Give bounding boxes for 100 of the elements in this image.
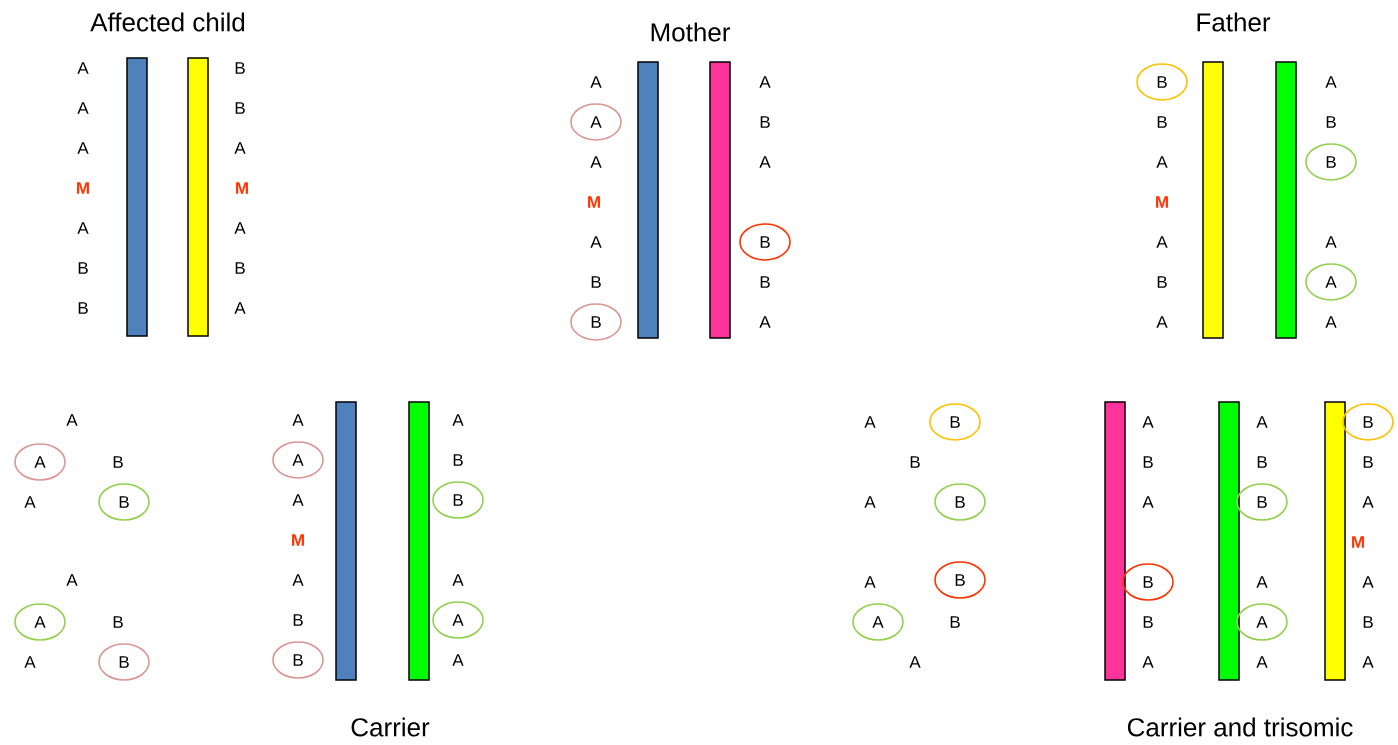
allele-letter: A: [1256, 416, 1268, 428]
panel-title: Mother: [651, 22, 731, 42]
allele-letter: B: [1157, 276, 1167, 288]
allele-letter: A: [24, 656, 36, 668]
allele-letter: A: [1362, 576, 1374, 588]
allele-letter: B: [950, 616, 960, 628]
allele-letter: A: [77, 62, 89, 74]
allele-letter: A: [590, 156, 602, 168]
circled-allele: B: [98, 643, 150, 681]
allele-letter: B: [113, 456, 123, 468]
marker-letter: M: [588, 196, 600, 208]
chromosome-bar: [1218, 401, 1240, 681]
allele-letter: A: [292, 574, 304, 586]
allele-letter: A: [759, 156, 771, 168]
allele-letter: A: [1362, 656, 1374, 668]
allele-letter: A: [234, 142, 246, 154]
circled-allele: B: [272, 641, 324, 679]
allele-letter: B: [1257, 456, 1267, 468]
circled-allele: B: [934, 561, 986, 599]
allele-letter: A: [759, 316, 771, 328]
allele-letter: A: [1325, 316, 1337, 328]
allele-letter: A: [452, 574, 464, 586]
allele-letter: A: [452, 414, 464, 426]
circled-allele: A: [570, 103, 622, 141]
circled-allele: A: [1236, 603, 1288, 641]
allele-letter: A: [1256, 576, 1268, 588]
allele-letter: B: [1363, 616, 1373, 628]
chromosome-bar: [335, 401, 357, 681]
allele-letter: A: [77, 142, 89, 154]
allele-letter: B: [1143, 616, 1153, 628]
allele-letter: B: [235, 262, 245, 274]
marker-letter: M: [236, 182, 248, 194]
circled-allele: A: [432, 601, 484, 639]
allele-letter: A: [1142, 416, 1154, 428]
chromosome-bar: [1275, 61, 1297, 339]
allele-letter: A: [1256, 656, 1268, 668]
circled-allele: B: [1122, 563, 1174, 601]
allele-letter: A: [590, 236, 602, 248]
allele-letter: B: [1157, 116, 1167, 128]
circled-allele: B: [432, 481, 484, 519]
allele-letter: B: [1326, 116, 1336, 128]
chromosome-bar: [126, 57, 148, 337]
allele-letter: A: [1142, 656, 1154, 668]
circled-allele: B: [929, 403, 981, 441]
allele-letter: A: [77, 102, 89, 114]
marker-letter: M: [292, 534, 304, 546]
chromosome-bar: [1202, 61, 1224, 339]
allele-letter: B: [1363, 456, 1373, 468]
chromosome-bar: [709, 61, 731, 339]
allele-letter: B: [910, 456, 920, 468]
allele-letter: A: [1325, 76, 1337, 88]
allele-letter: A: [234, 302, 246, 314]
allele-letter: A: [24, 496, 36, 508]
allele-letter: B: [235, 102, 245, 114]
panel-title: Carrier and trisomic: [1127, 717, 1353, 737]
circled-allele: B: [1136, 63, 1188, 101]
allele-letter: A: [864, 416, 876, 428]
allele-letter: A: [1156, 316, 1168, 328]
chromosome-bar: [408, 401, 430, 681]
allele-letter: A: [66, 574, 78, 586]
allele-letter: A: [759, 76, 771, 88]
allele-letter: A: [909, 656, 921, 668]
circled-allele: A: [272, 441, 324, 479]
allele-letter: A: [1156, 236, 1168, 248]
chromosome-bar: [637, 61, 659, 339]
circled-allele: B: [934, 483, 986, 521]
allele-letter: B: [453, 454, 463, 466]
allele-letter: A: [292, 494, 304, 506]
allele-letter: A: [1156, 156, 1168, 168]
marker-letter: M: [77, 182, 89, 194]
circled-allele: A: [14, 443, 66, 481]
allele-letter: B: [293, 614, 303, 626]
circled-allele: B: [1305, 143, 1357, 181]
allele-letter: B: [113, 616, 123, 628]
chromosome-bar: [187, 57, 209, 337]
circled-allele: B: [1342, 403, 1394, 441]
circled-allele: A: [14, 603, 66, 641]
allele-letter: A: [452, 654, 464, 666]
allele-letter: A: [292, 414, 304, 426]
circled-allele: A: [1305, 263, 1357, 301]
allele-letter: A: [1142, 496, 1154, 508]
circled-allele: B: [739, 223, 791, 261]
allele-letter: B: [591, 276, 601, 288]
allele-letter: A: [864, 496, 876, 508]
panel-title: Carrier: [351, 717, 430, 737]
allele-letter: A: [1362, 496, 1374, 508]
circled-allele: A: [852, 603, 904, 641]
chromosome-bar: [1324, 401, 1346, 681]
marker-letter: M: [1156, 196, 1168, 208]
allele-letter: A: [77, 222, 89, 234]
chromosome-bar: [1104, 401, 1126, 681]
allele-letter: B: [1143, 456, 1153, 468]
allele-letter: B: [235, 62, 245, 74]
circled-allele: B: [98, 483, 150, 521]
allele-letter: B: [760, 276, 770, 288]
panel-title: Affected child: [90, 12, 245, 32]
allele-letter: A: [864, 576, 876, 588]
allele-letter: A: [590, 76, 602, 88]
allele-letter: B: [760, 116, 770, 128]
allele-letter: A: [66, 414, 78, 426]
